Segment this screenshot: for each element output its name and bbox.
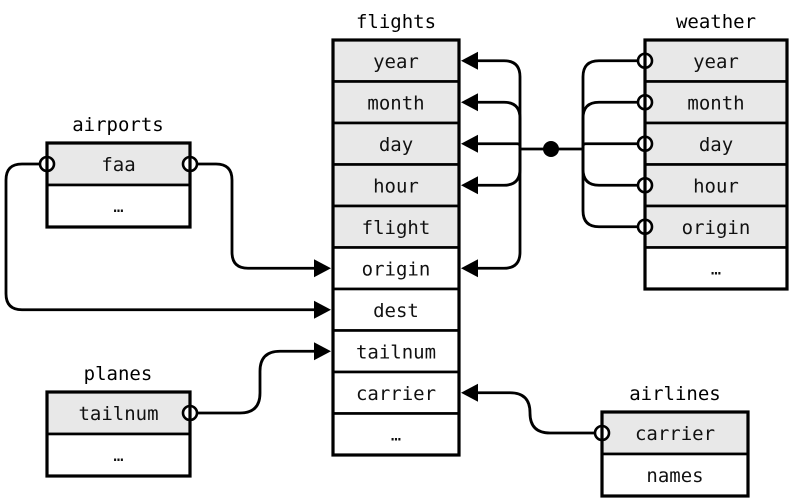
field-label-flights-hour: hour	[373, 175, 419, 197]
table-outline-flights	[331, 38, 461, 457]
field-label-weather-more: …	[711, 259, 721, 279]
arrowhead-flights-origin-airports	[314, 259, 331, 278]
table-title-weather: weather	[676, 11, 756, 33]
field-label-flights-tailnum: tailnum	[356, 341, 436, 363]
field-label-planes-tailnum: tailnum	[78, 403, 158, 425]
table-flights: flights year month day hour flight origin dest t…	[331, 11, 461, 457]
field-label-airlines-names: names	[646, 465, 703, 487]
link-junction-to-weather-year	[581, 59, 638, 149]
link-junction-to-flights-origin	[478, 149, 522, 270]
link-junction-to-weather-month	[581, 100, 638, 149]
link-junction-to-weather-hour	[581, 149, 638, 187]
table-weather: weather year month day hour origin …	[636, 11, 789, 291]
table-title-planes: planes	[84, 363, 153, 385]
arrowhead-flights-hour	[461, 176, 478, 195]
link-planes-tailnum-to-flights-tailnum	[197, 349, 314, 415]
table-row-flights-month	[331, 80, 461, 125]
field-label-flights-month: month	[367, 92, 424, 114]
field-label-flights-flight: flight	[362, 217, 431, 239]
field-label-flights-day: day	[379, 134, 413, 156]
link-junction-to-weather-day	[581, 142, 638, 149]
field-label-airports-more: …	[113, 197, 123, 217]
arrowhead-flights-origin	[461, 259, 478, 278]
arrowhead-flights-year	[461, 51, 478, 70]
field-label-weather-day: day	[699, 134, 733, 156]
table-airlines: airlines carrier names	[593, 383, 750, 498]
field-label-airports-faa: faa	[101, 154, 135, 176]
arrowhead-flights-day	[461, 134, 478, 153]
table-title-flights: flights	[356, 11, 436, 33]
table-row-weather-origin	[643, 204, 789, 249]
field-label-flights-carrier: carrier	[356, 383, 436, 405]
field-label-flights-origin: origin	[362, 258, 431, 280]
link-junction-to-flights-day	[478, 142, 522, 149]
field-label-airlines-carrier: carrier	[635, 423, 715, 445]
arrowhead-flights-month	[461, 93, 478, 112]
junction-layer	[543, 141, 559, 157]
table-outline-planes	[45, 390, 192, 478]
link-airports-faa-to-flights-origin	[197, 162, 314, 270]
relationship-junction-dot	[543, 141, 559, 157]
relationship-links-layer	[4, 51, 638, 435]
link-airports-faa-to-flights-dest	[4, 162, 314, 312]
table-outline-airlines	[600, 410, 750, 498]
field-label-planes-more: …	[113, 446, 123, 466]
table-title-airports: airports	[72, 114, 164, 136]
arrowhead-flights-dest-airports	[314, 300, 331, 319]
field-label-weather-year: year	[693, 51, 739, 73]
field-label-weather-origin: origin	[682, 217, 751, 239]
link-junction-to-weather-origin	[581, 149, 638, 229]
field-label-weather-month: month	[687, 92, 744, 114]
tables-layer: airports faa … planes tailnum … flights year mon…	[38, 11, 789, 498]
table-airports: airports faa …	[38, 114, 199, 229]
field-label-weather-hour: hour	[693, 175, 739, 197]
arrowhead-flights-carrier-airlines	[461, 383, 478, 402]
table-planes: planes tailnum …	[45, 363, 199, 478]
table-row-airports-faa	[45, 141, 192, 187]
link-junction-to-flights-month	[478, 100, 522, 149]
table-outline-airports	[45, 141, 192, 229]
field-label-flights-dest: dest	[373, 300, 419, 322]
link-junction-to-flights-year	[478, 59, 522, 149]
field-label-flights-more: …	[391, 425, 401, 445]
field-label-flights-year: year	[373, 51, 419, 73]
table-title-airlines: airlines	[629, 383, 721, 405]
table-outline-weather	[643, 38, 789, 291]
link-junction-to-flights-hour	[478, 149, 522, 187]
link-airlines-carrier-to-flights-carrier	[478, 391, 595, 435]
arrowhead-flights-tailnum-planes	[314, 342, 331, 361]
